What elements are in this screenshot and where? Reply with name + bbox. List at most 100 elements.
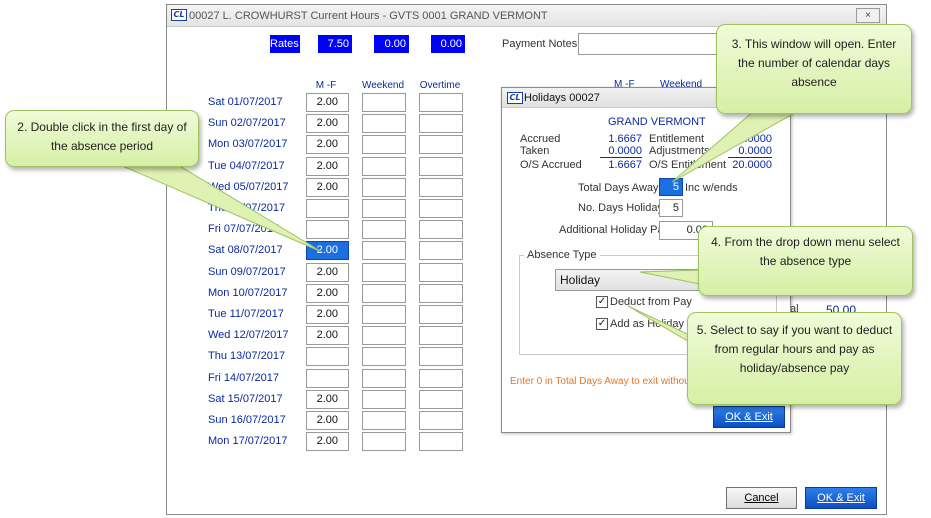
hours-overtime-cell[interactable]	[419, 93, 463, 112]
callout-step-2: 2. Double click in the first day of the …	[5, 110, 199, 167]
app-logo-icon: CL	[507, 92, 523, 104]
total-days-away-input[interactable]: 5	[659, 178, 683, 196]
hours-weekend-cell[interactable]	[362, 241, 406, 260]
row-date-label: Sun 09/07/2017	[208, 266, 286, 278]
hours-mf-cell[interactable]: 2.00	[306, 263, 349, 282]
hours-overtime-cell[interactable]	[419, 347, 463, 366]
hours-mf-cell[interactable]	[306, 347, 349, 366]
row-date-label: Tue 11/07/2017	[208, 308, 284, 320]
hours-mf-cell[interactable]: 2.00	[306, 411, 349, 430]
window-title: 00027 L. CROWHURST Current Hours - GVTS …	[189, 10, 548, 22]
row-date-label: Thu 13/07/2017	[208, 350, 286, 362]
hours-weekend-cell[interactable]	[362, 284, 406, 303]
behind-mf-label: M -F	[614, 79, 635, 90]
hours-mf-cell[interactable]: 2.00	[306, 305, 349, 324]
hours-mf-cell[interactable]	[306, 199, 349, 218]
hours-mf-cell[interactable]: 2.00	[306, 390, 349, 409]
cancel-button[interactable]: Cancel	[726, 487, 797, 509]
hours-weekend-cell[interactable]	[362, 135, 406, 154]
dialog-title: Holidays 00027	[524, 92, 600, 104]
close-icon[interactable]: ×	[856, 8, 880, 23]
behind-weekend-label: Weekend	[660, 79, 703, 90]
hours-overtime-cell[interactable]	[419, 241, 463, 260]
hours-mf-cell[interactable]: 2.00	[306, 135, 349, 154]
column-header-mf: M -F	[315, 80, 337, 91]
rate-overtime-field[interactable]: 0.00	[431, 35, 465, 53]
hours-overtime-cell[interactable]	[419, 305, 463, 324]
hours-overtime-cell[interactable]	[419, 114, 463, 133]
hours-overtime-cell[interactable]	[419, 390, 463, 409]
hours-mf-cell[interactable]: 2.00	[306, 157, 349, 176]
hours-mf-cell[interactable]: 2.00	[306, 241, 349, 260]
add-as-holiday-pay-checkbox[interactable]: ✓	[596, 318, 608, 330]
hours-mf-cell[interactable]: 2.00	[306, 178, 349, 197]
payment-notes-input[interactable]	[578, 33, 738, 55]
hours-overtime-cell[interactable]	[419, 263, 463, 282]
callout-step-4: 4. From the drop down menu select the ab…	[698, 226, 913, 296]
hours-weekend-cell[interactable]	[362, 220, 406, 239]
hours-weekend-cell[interactable]	[362, 178, 406, 197]
exit-hint-text: Enter 0 in Total Days Away to exit witho…	[510, 376, 725, 387]
hours-weekend-cell[interactable]	[362, 411, 406, 430]
hours-overtime-cell[interactable]	[419, 135, 463, 154]
hours-weekend-cell[interactable]	[362, 114, 406, 133]
row-date-label: Tue 04/07/2017	[208, 160, 285, 172]
hours-weekend-cell[interactable]	[362, 157, 406, 176]
dialog-ok-exit-button[interactable]: OK & Exit	[713, 406, 785, 428]
hours-overtime-cell[interactable]	[419, 369, 463, 388]
deduct-from-pay-label: Deduct from Pay	[610, 296, 692, 308]
hours-mf-cell[interactable]: 2.00	[306, 326, 349, 345]
hours-overtime-cell[interactable]	[419, 326, 463, 345]
hours-overtime-cell[interactable]	[419, 199, 463, 218]
rate-mf-field[interactable]: 7.50	[318, 35, 352, 53]
hours-mf-cell[interactable]: 2.00	[306, 114, 349, 133]
row-date-label: Sun 02/07/2017	[208, 117, 286, 129]
hours-overtime-cell[interactable]	[419, 220, 463, 239]
hours-weekend-cell[interactable]	[362, 347, 406, 366]
callout-step-3: 3. This window will open. Enter the numb…	[716, 24, 912, 114]
row-date-label: Wed 12/07/2017	[208, 329, 289, 341]
row-date-label: Mon 03/07/2017	[208, 138, 288, 150]
hours-weekend-cell[interactable]	[362, 263, 406, 282]
hours-mf-cell[interactable]: 2.00	[306, 432, 349, 451]
hours-overtime-cell[interactable]	[419, 284, 463, 303]
absence-type-label: Absence Type	[524, 249, 600, 261]
employer-name: GRAND VERMONT	[608, 116, 706, 128]
row-date-label: Sat 15/07/2017	[208, 393, 283, 405]
hours-overtime-cell[interactable]	[419, 157, 463, 176]
no-days-holiday-label: No. Days Holiday	[578, 202, 663, 214]
hours-weekend-cell[interactable]	[362, 93, 406, 112]
callout-step-5: 5. Select to say if you want to deduct f…	[687, 312, 902, 405]
column-header-weekend: Weekend	[361, 80, 405, 91]
hours-mf-cell[interactable]: 2.00	[306, 93, 349, 112]
behind-total-label: al	[790, 303, 799, 315]
row-date-label: Sat 01/07/2017	[208, 96, 283, 108]
hours-overtime-cell[interactable]	[419, 411, 463, 430]
row-date-label: Fri 14/07/2017	[208, 372, 279, 384]
hours-weekend-cell[interactable]	[362, 199, 406, 218]
hours-weekend-cell[interactable]	[362, 390, 406, 409]
no-days-holiday-input[interactable]: 5	[659, 199, 683, 217]
app-logo-icon: CL	[171, 9, 187, 21]
os-entitlement-value: 20.0000	[732, 159, 772, 171]
hours-overtime-cell[interactable]	[419, 432, 463, 451]
adjustments-value: 0.0000	[728, 145, 772, 158]
hours-mf-cell[interactable]	[306, 369, 349, 388]
hours-weekend-cell[interactable]	[362, 369, 406, 388]
row-date-label: Mon 10/07/2017	[208, 287, 288, 299]
rate-weekend-field[interactable]: 0.00	[374, 35, 409, 53]
hours-weekend-cell[interactable]	[362, 305, 406, 324]
hours-mf-cell[interactable]: 2.00	[306, 284, 349, 303]
inc-weekends-label: Inc w/ends	[685, 182, 738, 194]
ok-exit-button[interactable]: OK & Exit	[805, 487, 877, 509]
taken-value: 0.0000	[600, 145, 642, 158]
hours-overtime-cell[interactable]	[419, 178, 463, 197]
row-date-label: Mon 17/07/2017	[208, 435, 288, 447]
hours-mf-cell[interactable]	[306, 220, 349, 239]
hours-weekend-cell[interactable]	[362, 326, 406, 345]
deduct-from-pay-checkbox[interactable]: ✓	[596, 296, 608, 308]
total-days-away-label: Total Days Away	[578, 182, 659, 194]
window-titlebar[interactable]: CL 00027 L. CROWHURST Current Hours - GV…	[167, 5, 886, 27]
additional-holiday-pay-label: Additional Holiday Pay	[559, 224, 670, 236]
hours-weekend-cell[interactable]	[362, 432, 406, 451]
